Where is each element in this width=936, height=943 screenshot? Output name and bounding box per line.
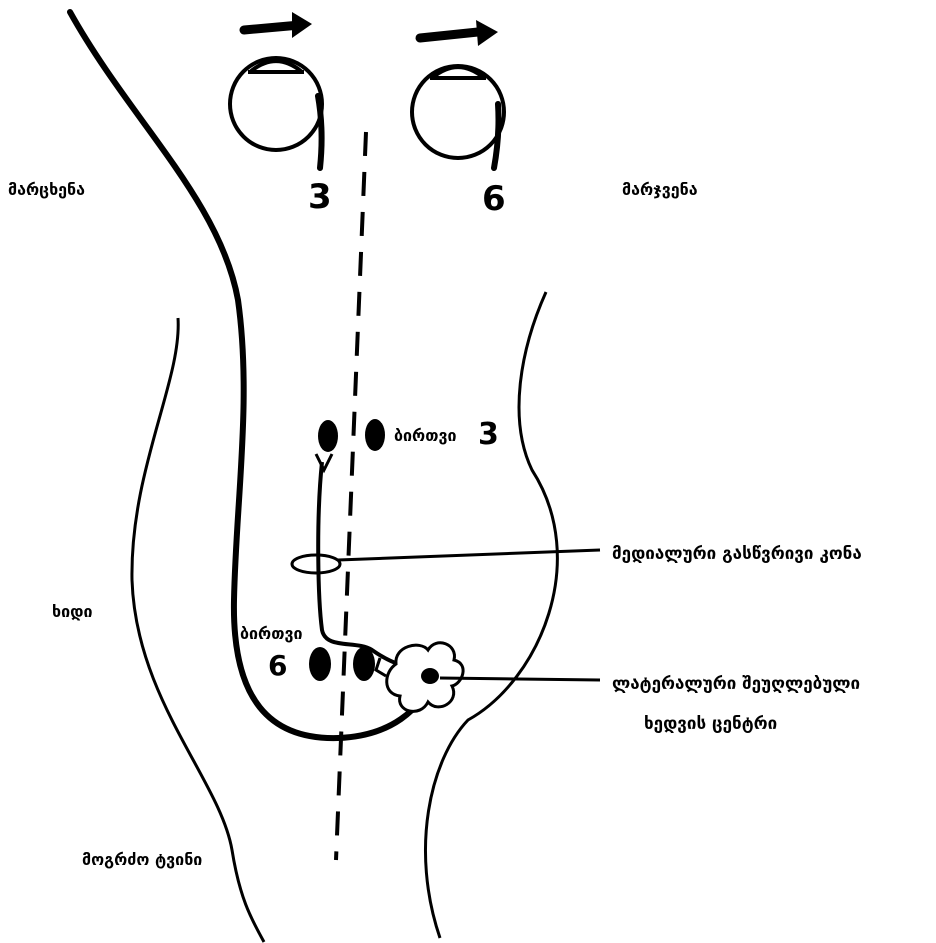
- label-nucleus-3-text: ბირთვი: [394, 428, 457, 444]
- pprf-pointer-line: [440, 678, 600, 680]
- label-nerve-6: 6: [482, 182, 506, 216]
- label-nerve-3: 3: [308, 180, 332, 214]
- label-pons: ხიდი: [52, 604, 92, 620]
- label-medulla: მოგრძო ტვინი: [82, 852, 202, 868]
- label-pprf-line2: ხედვის ცენტრი: [644, 716, 777, 733]
- nucleus-6-left: [309, 647, 331, 681]
- label-nucleus-6-num: 6: [268, 652, 287, 680]
- label-mlf: მედიალური გასწვრივი კონა: [612, 546, 862, 563]
- right-pons-outline: [425, 292, 557, 938]
- label-nucleus-6-text: ბირთვი: [240, 626, 303, 642]
- nucleus-3-left: [318, 420, 338, 452]
- label-pprf-line1: ლატერალური შეუღლებული: [612, 676, 860, 693]
- right-eye: [412, 20, 504, 168]
- left-eye: [230, 12, 322, 168]
- label-left-side: მარცხენა: [8, 182, 85, 198]
- mlf-pointer-line: [338, 550, 600, 560]
- label-nucleus-3-num: 3: [478, 420, 499, 450]
- midline: [336, 132, 366, 860]
- label-right-side: მარჯვენა: [622, 182, 698, 198]
- mlf-pathway: [318, 462, 430, 668]
- mlf-ring: [292, 555, 340, 573]
- nucleus-3-right: [365, 419, 385, 451]
- pprf-core: [421, 668, 439, 684]
